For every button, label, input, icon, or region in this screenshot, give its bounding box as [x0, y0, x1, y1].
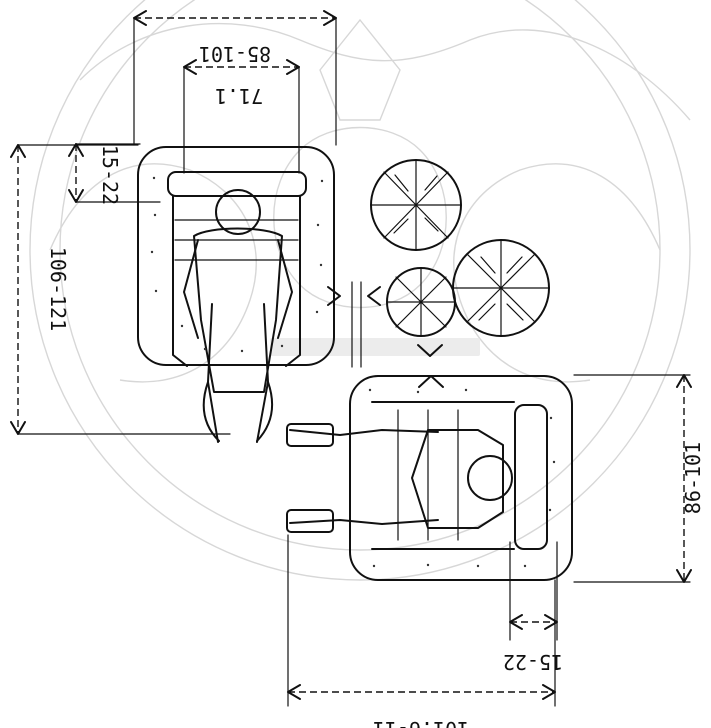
- top-inner-dimension-label: 71.1: [215, 84, 263, 108]
- top-chair-drawing: [137, 146, 335, 443]
- top-figure-left-leg: [207, 303, 219, 443]
- plant-right: [452, 239, 550, 337]
- background-watermark-seal: [29, 0, 691, 581]
- bottom-figure-foot-top: [286, 423, 334, 447]
- top-outer-dimension-label: 85-101: [199, 42, 271, 66]
- bottom-figure-foot-bottom: [286, 509, 334, 533]
- top-chair-outline: [137, 146, 335, 366]
- bottom-chair-backrest: [514, 404, 548, 550]
- top-chair-right-arm: [285, 195, 301, 367]
- dimension-lines: [10, 10, 692, 707]
- bottom-figure-lower-leg: [289, 519, 439, 525]
- bottom-long-dimension-label: 101.6-11: [373, 717, 469, 728]
- down-direction-mark: [417, 344, 443, 357]
- bottom-chair-outline: [349, 375, 573, 581]
- bottom-small-dimension-label: 15-22: [503, 650, 563, 674]
- right-direction-mark: [327, 286, 341, 306]
- bottom-figure-upper-leg: [289, 429, 439, 436]
- top-figure-lower-legs: [202, 381, 274, 442]
- center-guide-lines: [351, 281, 362, 368]
- right-long-dimension-label: 86-101: [681, 442, 705, 514]
- bottom-figure-torso: [411, 429, 504, 529]
- plant-middle: [386, 267, 456, 337]
- plant-drawings: [370, 159, 550, 337]
- left-long-dimension-label: 106-121: [46, 247, 70, 331]
- top-chair-stipple: [150, 176, 324, 353]
- left-small-dimension-label: 15-22: [98, 145, 122, 205]
- bottom-chair-arms: [371, 401, 515, 550]
- bottom-chair-stipple: [368, 388, 556, 568]
- up-direction-mark: [418, 375, 444, 388]
- top-figure-left-arm: [183, 239, 199, 339]
- direction-marks: [327, 281, 444, 388]
- top-figure-right-arm: [277, 239, 293, 339]
- top-chair-left-arm: [172, 195, 188, 367]
- top-figure-torso: [193, 227, 283, 393]
- bottom-figure-head: [467, 455, 513, 501]
- plant-top: [370, 159, 462, 251]
- bottom-chair-drawing: [286, 375, 573, 581]
- top-chair-backrest: [167, 171, 307, 197]
- left-direction-mark: [367, 286, 381, 306]
- top-figure-head: [215, 189, 261, 235]
